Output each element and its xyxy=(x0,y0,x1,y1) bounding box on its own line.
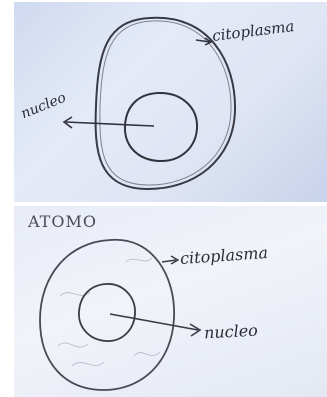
nucleus-pointer-line xyxy=(66,122,154,126)
bottom-drawing-photo: ATOMO citoplasma nucleo xyxy=(14,206,327,397)
nucleus-outline xyxy=(125,93,197,161)
faint-scribbles xyxy=(58,258,160,366)
nucleus-outline xyxy=(79,284,135,341)
atom-title: ATOMO xyxy=(28,212,97,231)
top-drawing-photo: citoplasma nucleo xyxy=(14,2,327,202)
nucleus-label: nucleo xyxy=(204,321,259,343)
outer-boundary-outline xyxy=(40,240,174,390)
bottom-drawing-sketch xyxy=(14,206,327,397)
nucleus-pointer-line xyxy=(110,314,198,330)
